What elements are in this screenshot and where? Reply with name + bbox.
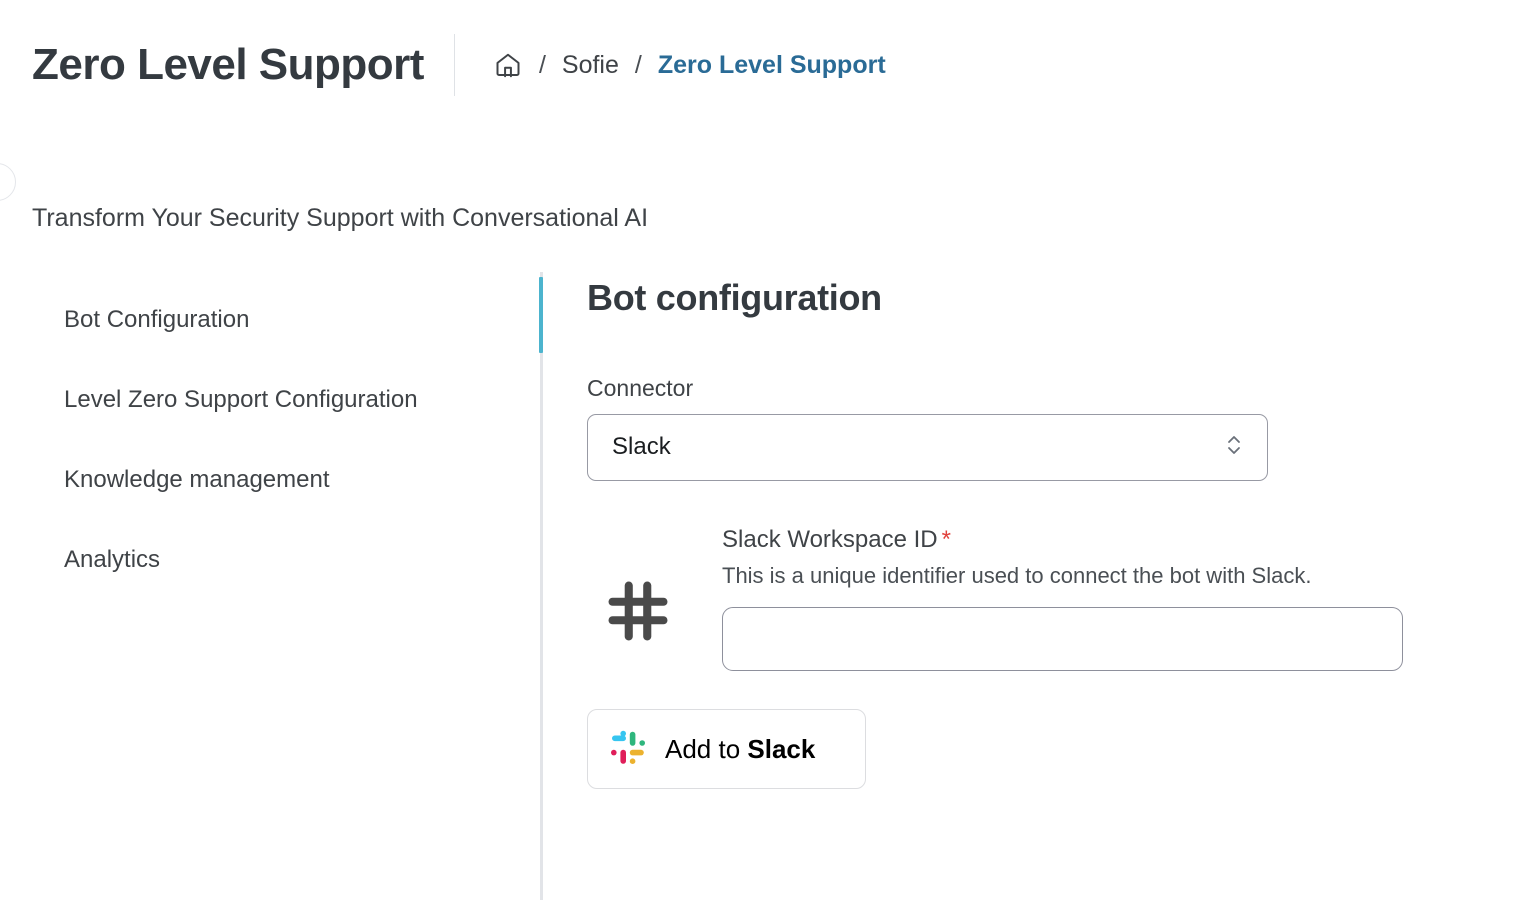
connector-label: Connector	[587, 374, 694, 401]
sidebar-item-label: Knowledge management	[64, 466, 330, 493]
add-to-slack-label: Add to Slack	[665, 734, 815, 765]
sidebar-item-label: Level Zero Support Configuration	[64, 386, 418, 413]
connector-select-value: Slack	[612, 433, 671, 461]
breadcrumb-item-sofie[interactable]: Sofie	[561, 50, 619, 79]
add-to-slack-label-regular: Add to	[665, 733, 748, 764]
sidebar-item-knowledge-management[interactable]: Knowledge management	[0, 440, 542, 520]
main-panel: Bot configuration Connector Slack	[542, 272, 1540, 900]
slack-workspace-id-label: Slack Workspace ID*	[722, 526, 1379, 555]
slack-workspace-fields: Slack Workspace ID* This is a unique ide…	[689, 526, 1403, 672]
slack-workspace-row: Slack Workspace ID* This is a unique ide…	[587, 526, 1540, 672]
breadcrumb-separator-2: /	[634, 50, 642, 79]
breadcrumb-item-current[interactable]: Zero Level Support	[657, 50, 886, 79]
slack-mono-icon	[587, 526, 689, 672]
sidebar-item-level-zero-support-configuration[interactable]: Level Zero Support Configuration	[0, 360, 542, 440]
slack-workspace-id-input[interactable]	[722, 607, 1403, 672]
sidebar-collapse-handle[interactable]	[0, 163, 16, 201]
sidebar: Bot Configuration Level Zero Support Con…	[0, 272, 542, 900]
page-header: Zero Level Support / Sofie / Zero Level …	[0, 0, 1540, 130]
slack-workspace-id-description: This is a unique identifier used to conn…	[722, 563, 1312, 589]
page-title: Zero Level Support	[32, 40, 424, 89]
section-title: Bot configuration	[587, 277, 882, 318]
required-asterisk: *	[941, 525, 951, 553]
sidebar-rail	[540, 272, 543, 900]
header-divider	[453, 34, 455, 96]
breadcrumb-separator-1: /	[538, 50, 546, 79]
connector-select-wrapper: Slack	[587, 413, 1268, 481]
slack-color-icon	[610, 730, 646, 769]
sidebar-item-label: Bot Configuration	[64, 306, 250, 333]
page-subtitle: Transform Your Security Support with Con…	[32, 204, 649, 232]
add-to-slack-label-bold: Slack	[747, 733, 816, 764]
add-to-slack-button[interactable]: Add to Slack	[587, 709, 866, 790]
sidebar-item-analytics[interactable]: Analytics	[0, 520, 542, 600]
sidebar-item-label: Analytics	[64, 546, 161, 573]
page-body: Bot Configuration Level Zero Support Con…	[0, 272, 1540, 900]
slack-workspace-id-label-text: Slack Workspace ID	[722, 525, 938, 553]
sidebar-active-indicator	[539, 277, 543, 353]
home-icon[interactable]	[493, 50, 523, 80]
breadcrumb: / Sofie / Zero Level Support	[493, 50, 886, 80]
connector-select[interactable]: Slack	[587, 413, 1268, 481]
sidebar-item-bot-configuration[interactable]: Bot Configuration	[0, 280, 542, 360]
